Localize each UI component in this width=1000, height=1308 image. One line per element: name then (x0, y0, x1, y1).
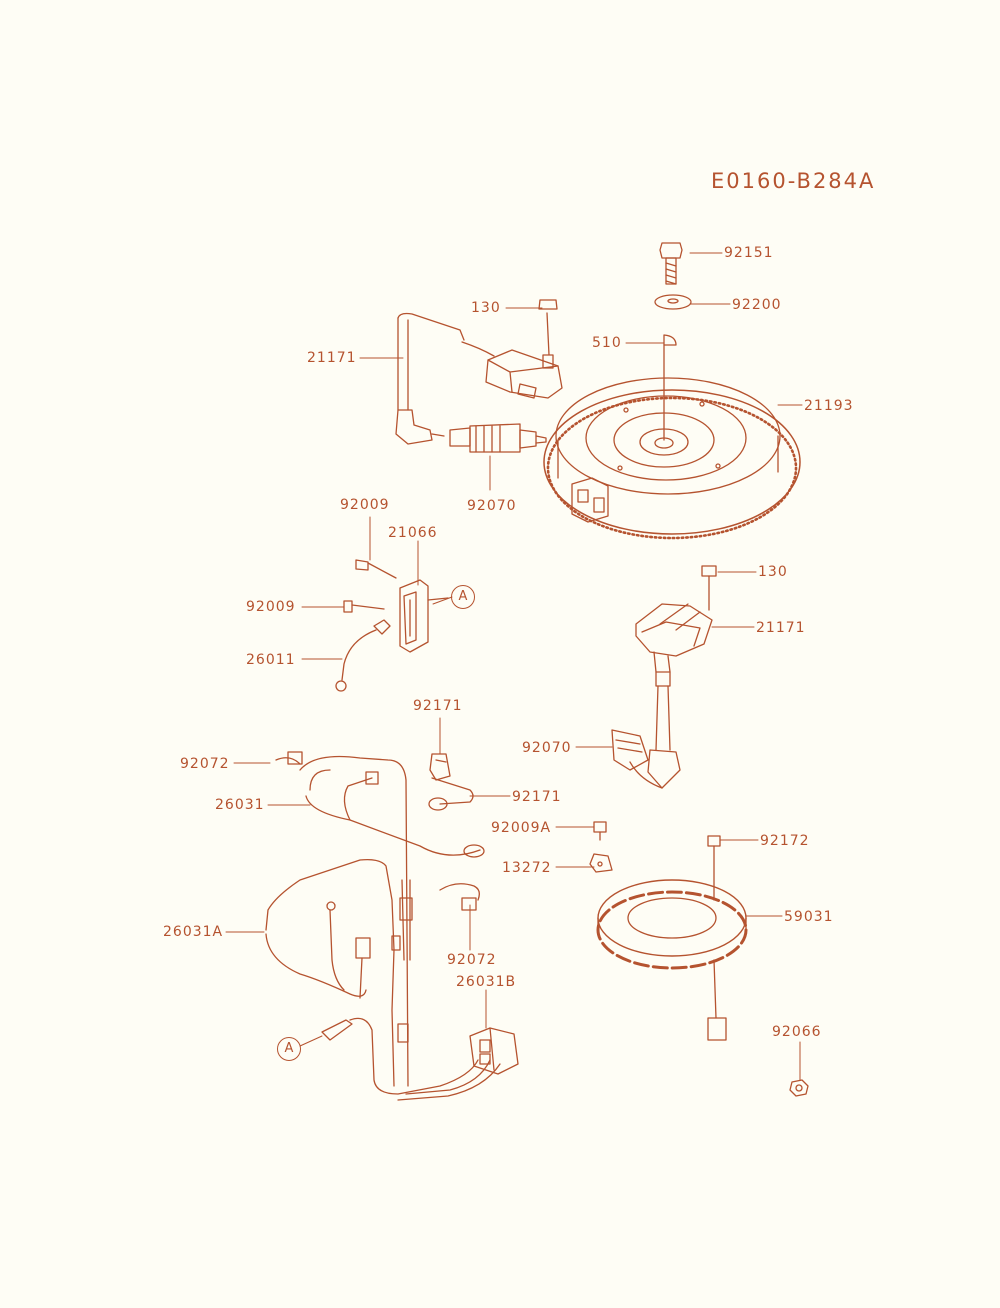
callout-bracket-13272[interactable]: 13272 (502, 860, 552, 876)
callout-connector-92072-left[interactable]: 92072 (180, 756, 230, 772)
callout-nut-92066[interactable]: 92066 (772, 1024, 822, 1040)
callout-clamp-92171-upper[interactable]: 92171 (413, 698, 463, 714)
callout-clamp-92171-lower[interactable]: 92171 (512, 789, 562, 805)
callout-washer-92200[interactable]: 92200 (732, 297, 782, 313)
callout-plug-92070-top[interactable]: 92070 (467, 498, 517, 514)
callout-plug-92070-right[interactable]: 92070 (522, 740, 572, 756)
callout-bolt-92151[interactable]: 92151 (724, 245, 774, 261)
connector-marker-a-bottom: A (277, 1037, 301, 1061)
ignition-coil-right-drawing (611, 565, 717, 789)
callout-harness-26031a[interactable]: 26031A (163, 924, 224, 940)
callout-module-21066[interactable]: 21066 (388, 525, 438, 541)
ignition-coil-top-drawing (395, 299, 563, 445)
callout-bolt-92172[interactable]: 92172 (760, 833, 810, 849)
callout-screw-92009-b[interactable]: 92009 (246, 599, 296, 615)
key-510-drawing (663, 334, 677, 346)
callout-stator-59031[interactable]: 59031 (784, 909, 834, 925)
harness-26031b-drawing (321, 1017, 519, 1101)
spark-plug-top-drawing (449, 423, 547, 453)
washer-92200-drawing (654, 294, 692, 310)
callout-coil-21171-right[interactable]: 21171 (756, 620, 806, 636)
callout-key-510[interactable]: 510 (592, 335, 622, 351)
diagram-code: E0160-B284A (711, 169, 876, 193)
ignition-module-21066-drawing (335, 559, 449, 692)
bolt-92151-drawing (659, 242, 683, 285)
connector-marker-a-top: A (451, 585, 475, 609)
harness-26031a-drawing (265, 858, 413, 1087)
callout-bolt-130-top[interactable]: 130 (471, 300, 501, 316)
callout-screw-92009-a[interactable]: 92009 (340, 497, 390, 513)
harness-26031-drawing (275, 751, 485, 1087)
callout-harness-26031b[interactable]: 26031B (456, 974, 517, 990)
leader-lines (225, 252, 803, 1081)
callout-lead-26011[interactable]: 26011 (246, 652, 296, 668)
callout-harness-26031[interactable]: 26031 (215, 797, 265, 813)
stator-59031-drawing (596, 835, 748, 1041)
callout-screw-92009a[interactable]: 92009A (491, 820, 552, 836)
callout-flywheel-21193[interactable]: 21193 (804, 398, 854, 414)
callout-bolt-130-right[interactable]: 130 (758, 564, 788, 580)
clamps-92171-drawing (428, 753, 474, 811)
callout-coil-21171-top[interactable]: 21171 (307, 350, 357, 366)
callout-connector-92072-mid[interactable]: 92072 (447, 952, 497, 968)
flywheel-21193-drawing (543, 344, 801, 540)
connector-92072-mid-drawing (439, 883, 480, 911)
bracket-13272-drawing (589, 821, 613, 873)
nut-92066-drawing (789, 1079, 809, 1097)
